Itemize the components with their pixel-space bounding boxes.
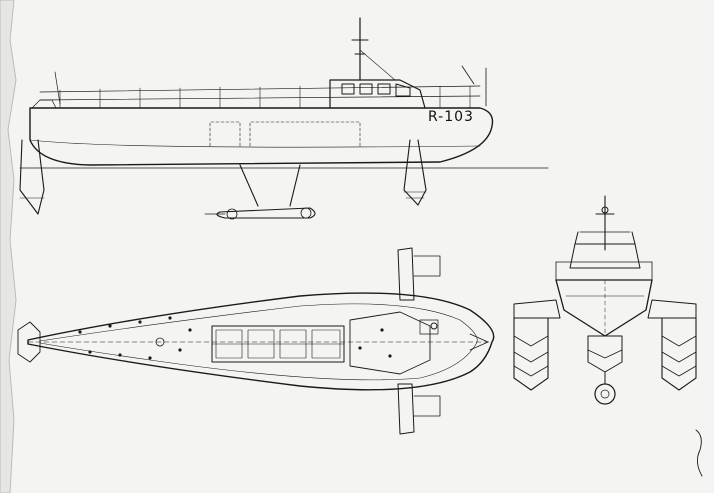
corner-scribble [695,429,703,477]
torn-paper-edge [0,0,17,493]
plan-view [17,247,495,435]
side-elevation-view [19,17,549,220]
bow-elevation-view [513,195,697,405]
hull-number-label: R-103 [428,109,474,125]
